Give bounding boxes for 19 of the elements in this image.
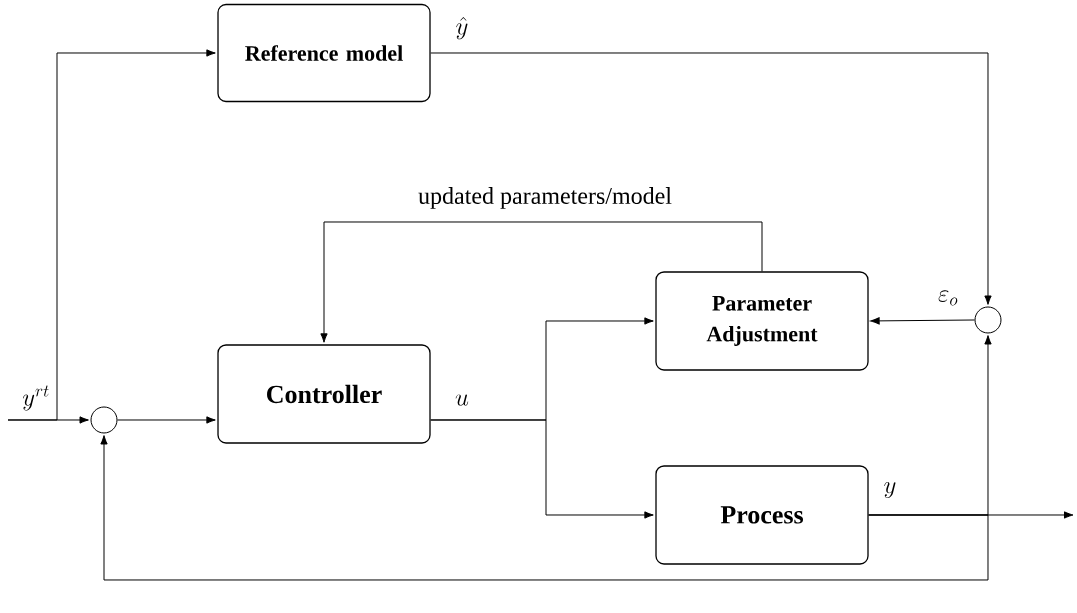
edge-label: $y^{rt}$ <box>21 384 51 412</box>
arrow <box>100 435 989 581</box>
edge-label: updated parameters/model <box>417 186 673 210</box>
arrow <box>430 52 992 305</box>
arrow <box>320 221 763 343</box>
edge-label: $u$ <box>454 393 470 407</box>
edge-label: $y$ <box>882 481 898 499</box>
arrow <box>7 49 216 421</box>
process-box: Reference model <box>217 3 431 103</box>
process-box: Process <box>655 465 869 565</box>
process-box: Controller <box>217 344 431 444</box>
summing-junction <box>90 406 118 434</box>
arrow <box>117 416 216 424</box>
edge-label: $\hat{y}$ <box>454 15 470 41</box>
process-box: Parameter Adjustment <box>655 271 869 371</box>
arrow <box>430 419 654 519</box>
arrow <box>870 317 975 325</box>
edge-label: $\varepsilon_o$ <box>937 289 959 307</box>
summing-junction <box>974 306 1002 334</box>
